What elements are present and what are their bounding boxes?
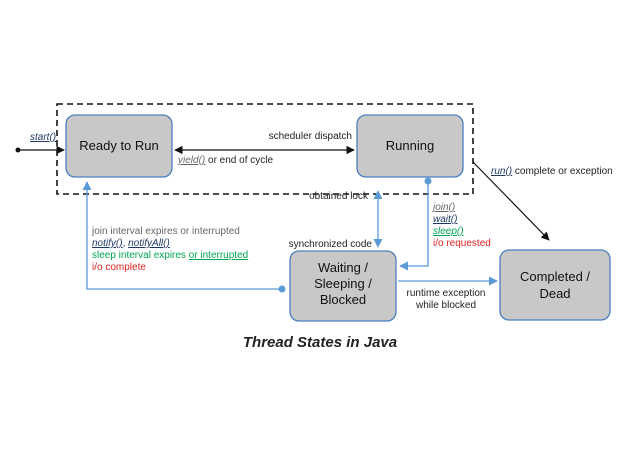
running-to-waiting-arrow bbox=[399, 181, 429, 271]
diagram-title: Thread States in Java bbox=[243, 334, 397, 351]
waiting-label-line2: Sleeping / bbox=[314, 276, 372, 291]
running-label: Running bbox=[386, 138, 434, 153]
run-complete-arrow bbox=[472, 161, 550, 241]
running-state bbox=[356, 114, 464, 178]
while-blocked-label: while blocked bbox=[415, 300, 476, 311]
completed-label-line1: Completed / bbox=[520, 269, 590, 284]
join-label: join() bbox=[431, 202, 455, 213]
io-requested-label: i/o requested bbox=[433, 238, 491, 249]
waiting-label-line1: Waiting / bbox=[318, 260, 368, 275]
run-complete-label: run() complete or exception bbox=[491, 166, 613, 177]
notify-label: notify(), notifyAll() bbox=[92, 238, 170, 249]
io-complete-label: i/o complete bbox=[92, 262, 146, 273]
runnable-group-border bbox=[56, 103, 474, 195]
waiting-to-ready-arrow bbox=[82, 181, 282, 290]
completed-label-line2: Dead bbox=[539, 286, 570, 301]
yield-label: yield() or end of cycle bbox=[177, 155, 273, 166]
waiting-state bbox=[289, 250, 397, 322]
sleep-label: sleep() bbox=[433, 226, 464, 237]
ready-to-run-state bbox=[65, 114, 173, 178]
start-dot bbox=[15, 147, 21, 153]
waiting-label-line3: Blocked bbox=[320, 292, 366, 307]
completed-state bbox=[499, 249, 611, 321]
synchronized-code-label: synchronized code bbox=[289, 239, 373, 250]
obtained-lock-label: obtained lock bbox=[309, 191, 369, 202]
scheduler-dispatch-label: scheduler dispatch bbox=[269, 131, 352, 142]
wait-label: wait() bbox=[433, 214, 457, 225]
start-label: start() bbox=[30, 132, 56, 143]
ready-to-run-label: Ready to Run bbox=[79, 138, 159, 153]
join-interval-label: join interval expires or interrupted bbox=[91, 226, 240, 237]
runtime-exception-label: runtime exception bbox=[407, 288, 486, 299]
sleep-interval-label: sleep interval expires or interrupted bbox=[92, 250, 248, 261]
